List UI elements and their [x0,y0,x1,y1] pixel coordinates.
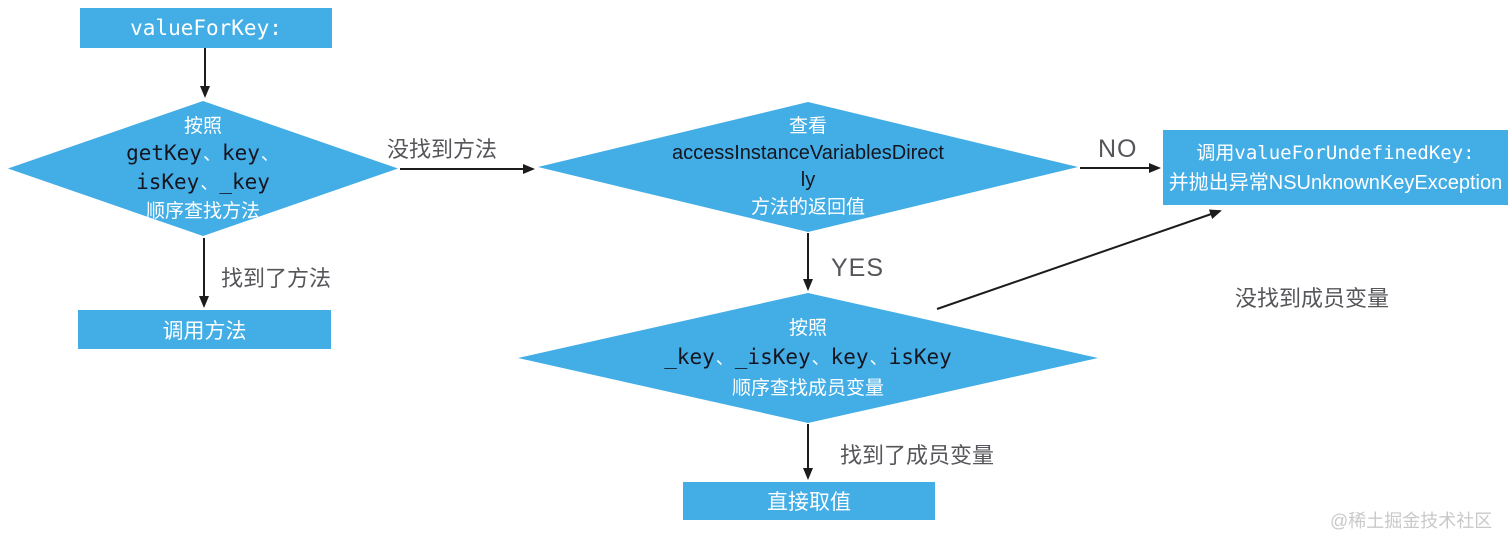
check-flag-line2: accessInstanceVariablesDirect [672,142,944,164]
check-flag-line3: ly [800,169,816,191]
node-invoke-method[interactable]: 调用方法 [78,310,331,349]
node-valueforkey[interactable]: valueForKey: [80,8,332,48]
edge-label-found-ivar: 找到了成员变量 [840,443,995,468]
separator: 、 [260,143,279,164]
separator: 、 [811,347,830,368]
node-invoke-method-label: 调用方法 [162,319,247,343]
search-ivars-line1: 按照 [788,317,827,339]
search-ivars-line2: _key、_isKey、key、isKey [664,343,952,374]
code-token: key [830,344,869,369]
code-token: _isKey [734,344,811,369]
exception-line2: 并抛出异常NSUnknownKeyException [1168,171,1503,194]
edge-label-not-found-method: 没找到方法 [387,137,498,162]
code-token: isKey [136,169,200,194]
node-direct-value[interactable]: 直接取值 [683,482,935,520]
edge-label-found-method: 找到了方法 [221,266,332,291]
node-check-access-ivars-text: 查看 accessInstanceVariablesDirect ly 方法的返… [672,113,944,221]
code-token: _key [664,344,715,369]
search-methods-line4: 顺序查找方法 [145,200,260,222]
search-ivars-line3: 顺序查找成员变量 [731,377,884,399]
exception-line1: 调用valueForUndefinedKey: [1196,142,1474,166]
code-token: getKey [126,140,202,165]
arrow-not-found-ivar-to-exception [936,209,1222,310]
node-undefined-key-exception[interactable]: 调用valueForUndefinedKey: 并抛出异常NSUnknownKe… [1163,130,1508,205]
node-search-ivars-text: 按照 _key、_isKey、key、isKey 顺序查找成员变量 [664,314,952,403]
check-flag-line4: 方法的返回值 [750,197,865,218]
node-search-methods-text: 按照 getKey、key、 isKey、_key 顺序查找方法 [126,113,280,225]
edge-label-yes: YES [831,254,885,282]
separator: 、 [202,143,221,164]
search-methods-line2: getKey、key、 [126,140,280,169]
node-valueforkey-label: valueForKey: [130,16,282,40]
exception-line1-code: valueForUndefinedKey: [1234,141,1475,164]
code-token: isKey [888,344,952,369]
exception-line1-zh: 调用 [1196,142,1235,164]
node-direct-value-label: 直接取值 [767,491,851,514]
edge-label-not-found-ivar: 没找到成员变量 [1235,286,1390,311]
code-token: key [221,140,260,165]
edge-label-no: NO [1098,135,1138,163]
check-flag-line1: 查看 [788,116,827,137]
separator: 、 [715,347,734,368]
search-methods-line3: isKey、_key [136,169,270,198]
watermark: @稀土掘金技术社区 [1330,511,1493,531]
separator: 、 [200,172,219,193]
search-methods-line1: 按照 [183,115,222,137]
code-token: _key [219,169,270,194]
separator: 、 [869,347,888,368]
